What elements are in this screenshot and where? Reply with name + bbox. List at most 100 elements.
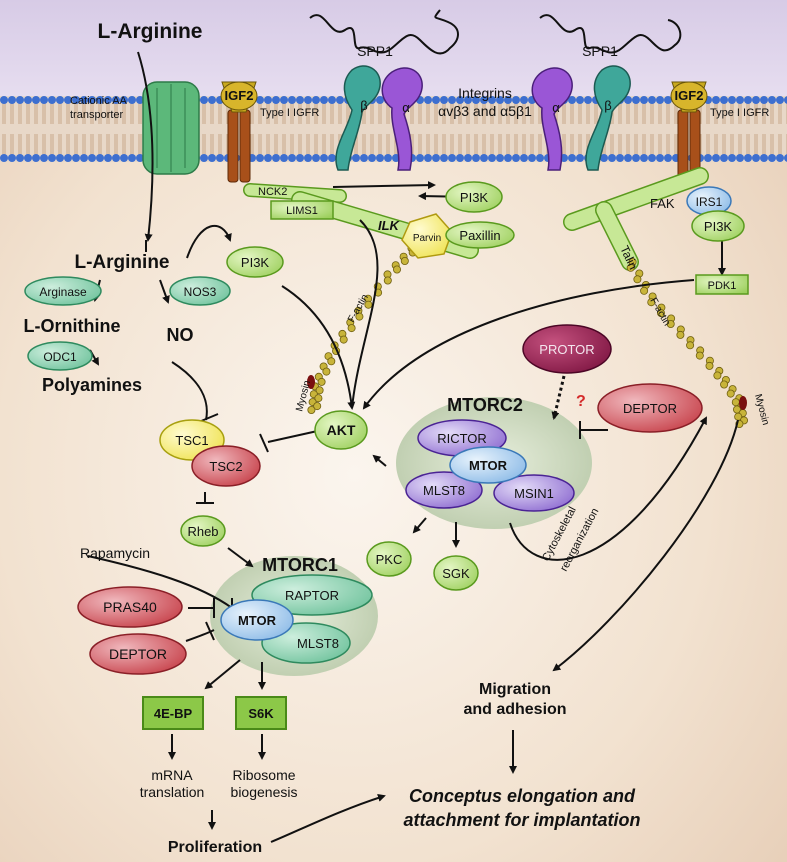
integrin-left (335, 65, 423, 171)
pi3k-mid-label: PI3K (241, 255, 270, 270)
rictor-label: RICTOR (437, 431, 487, 446)
no-label: NO (167, 325, 194, 345)
spp1-left-label: SPP1 (357, 43, 393, 59)
f-actin-bead (640, 286, 649, 295)
f-actin-bead (364, 300, 373, 309)
migration-label-line1: Migration (479, 681, 551, 698)
f-actin-bead (657, 309, 666, 318)
integrins-label-line2: αvβ3 and α5β1 (438, 103, 532, 119)
akt-label: AKT (327, 422, 356, 438)
integrins-label-line1: Integrins (458, 85, 512, 101)
lims1-label: LIMS1 (286, 205, 318, 217)
f-actin-bead (355, 312, 364, 321)
ribo-label-line2: biogenesis (231, 784, 298, 800)
conceptus-label-line2: attachment for implantation (403, 810, 640, 830)
type1-igfr-right-label: Type I IGFR (710, 107, 769, 119)
mlst8-2-node (405, 471, 483, 509)
f-actin-bead (626, 263, 635, 272)
mtor1-label: MTOR (238, 613, 277, 628)
mtorc2-title: MTORC2 (447, 395, 523, 415)
odc1-node (27, 341, 93, 371)
pras40-label: PRAS40 (103, 599, 157, 615)
nck2-label: NCK2 (258, 186, 287, 198)
rheb-label: Rheb (187, 524, 218, 539)
pi3k-top-node (445, 181, 503, 213)
f-actin-bead (339, 335, 348, 344)
deptor-top-node (597, 383, 703, 433)
mtor1-node (220, 599, 294, 641)
integrin-right (531, 65, 631, 171)
nos3-node (169, 276, 231, 306)
f-actin-bead (666, 319, 675, 328)
mlst8-1-label: MLST8 (297, 636, 339, 651)
tsc2-node (191, 445, 261, 487)
question-mark: ? (576, 393, 586, 410)
mtorc1-title: MTORC1 (262, 555, 338, 575)
msin1-node (493, 474, 575, 512)
parvin-label: Parvin (413, 233, 441, 244)
l-arginine-top-label: L-Arginine (98, 20, 203, 43)
protor-label: PROTOR (539, 342, 594, 357)
sgk-node (433, 555, 479, 591)
pdk1-label: PDK1 (708, 280, 737, 292)
nos3-label: NOS3 (184, 285, 217, 299)
f-actin-bead (383, 276, 392, 285)
lims1-box (270, 200, 334, 220)
type1-igfr-left-label: Type I IGFR (260, 107, 319, 119)
msin1-label: MSIN1 (514, 486, 554, 501)
spp1-right-strand (539, 14, 682, 54)
beta-right-label: β (604, 98, 611, 113)
myosin-right-marker (739, 396, 747, 410)
fak-label: FAK (650, 196, 675, 211)
s6k-box (235, 696, 287, 730)
alpha-left-label: α (402, 100, 410, 115)
protor-node (522, 324, 612, 374)
f-actin-bead (686, 341, 695, 350)
f-actin-bead (676, 330, 685, 339)
irs1-label: IRS1 (696, 195, 723, 209)
beta-left-label: β (360, 98, 367, 113)
f-actin-bead (400, 256, 409, 265)
sgk-label: SGK (442, 566, 470, 581)
l-arginine-mid-label: L-Arginine (75, 252, 170, 273)
akt-node (314, 410, 368, 450)
pdk1-box (695, 274, 749, 295)
migration-label-line2: and adhesion (463, 701, 566, 718)
ribo-label-line1: Ribosome (232, 767, 295, 783)
text-labels: L-Arginine Cationic AA transporter IGF2 … (24, 20, 771, 856)
f-actin-bead (726, 389, 735, 398)
f-actin-bead (314, 394, 323, 403)
odc1-label: ODC1 (43, 350, 77, 364)
mrna-label-line1: mRNA (151, 767, 193, 783)
f-actin-bead (713, 371, 722, 380)
f-actin-bead (313, 402, 322, 411)
pras40-node (77, 586, 183, 628)
igfr-receptor-right (670, 81, 708, 183)
ilk-label: ILK (378, 218, 401, 233)
pkc-node (366, 541, 412, 577)
pathway-arrows (87, 51, 739, 843)
f-actin-bead (327, 357, 336, 366)
conceptus-label-line1: Conceptus elongation and (409, 786, 636, 806)
igf2-left-label: IGF2 (225, 88, 254, 103)
parvin-node (401, 213, 453, 259)
igfr-receptor-left (220, 81, 258, 183)
deptor-bottom-node (89, 633, 187, 675)
arginase-label: Arginase (39, 285, 87, 299)
pi3k-mid-node (226, 246, 284, 278)
tsc1-label: TSC1 (175, 433, 208, 448)
f-actin-bead (307, 405, 316, 414)
rapamycin-label: Rapamycin (80, 545, 150, 561)
arginase-node (24, 276, 102, 306)
paxillin-node (445, 221, 515, 249)
pi3k-top-label: PI3K (460, 190, 489, 205)
f-actin-bead (695, 351, 704, 360)
pkc-label: PKC (376, 552, 403, 567)
pi3k-right-label: PI3K (704, 219, 733, 234)
proliferation-label: Proliferation (168, 839, 262, 856)
nodes (24, 181, 749, 730)
alpha-right-label: α (552, 100, 560, 115)
myosin-left-marker (307, 375, 315, 389)
pi3k-right-node (691, 210, 745, 242)
